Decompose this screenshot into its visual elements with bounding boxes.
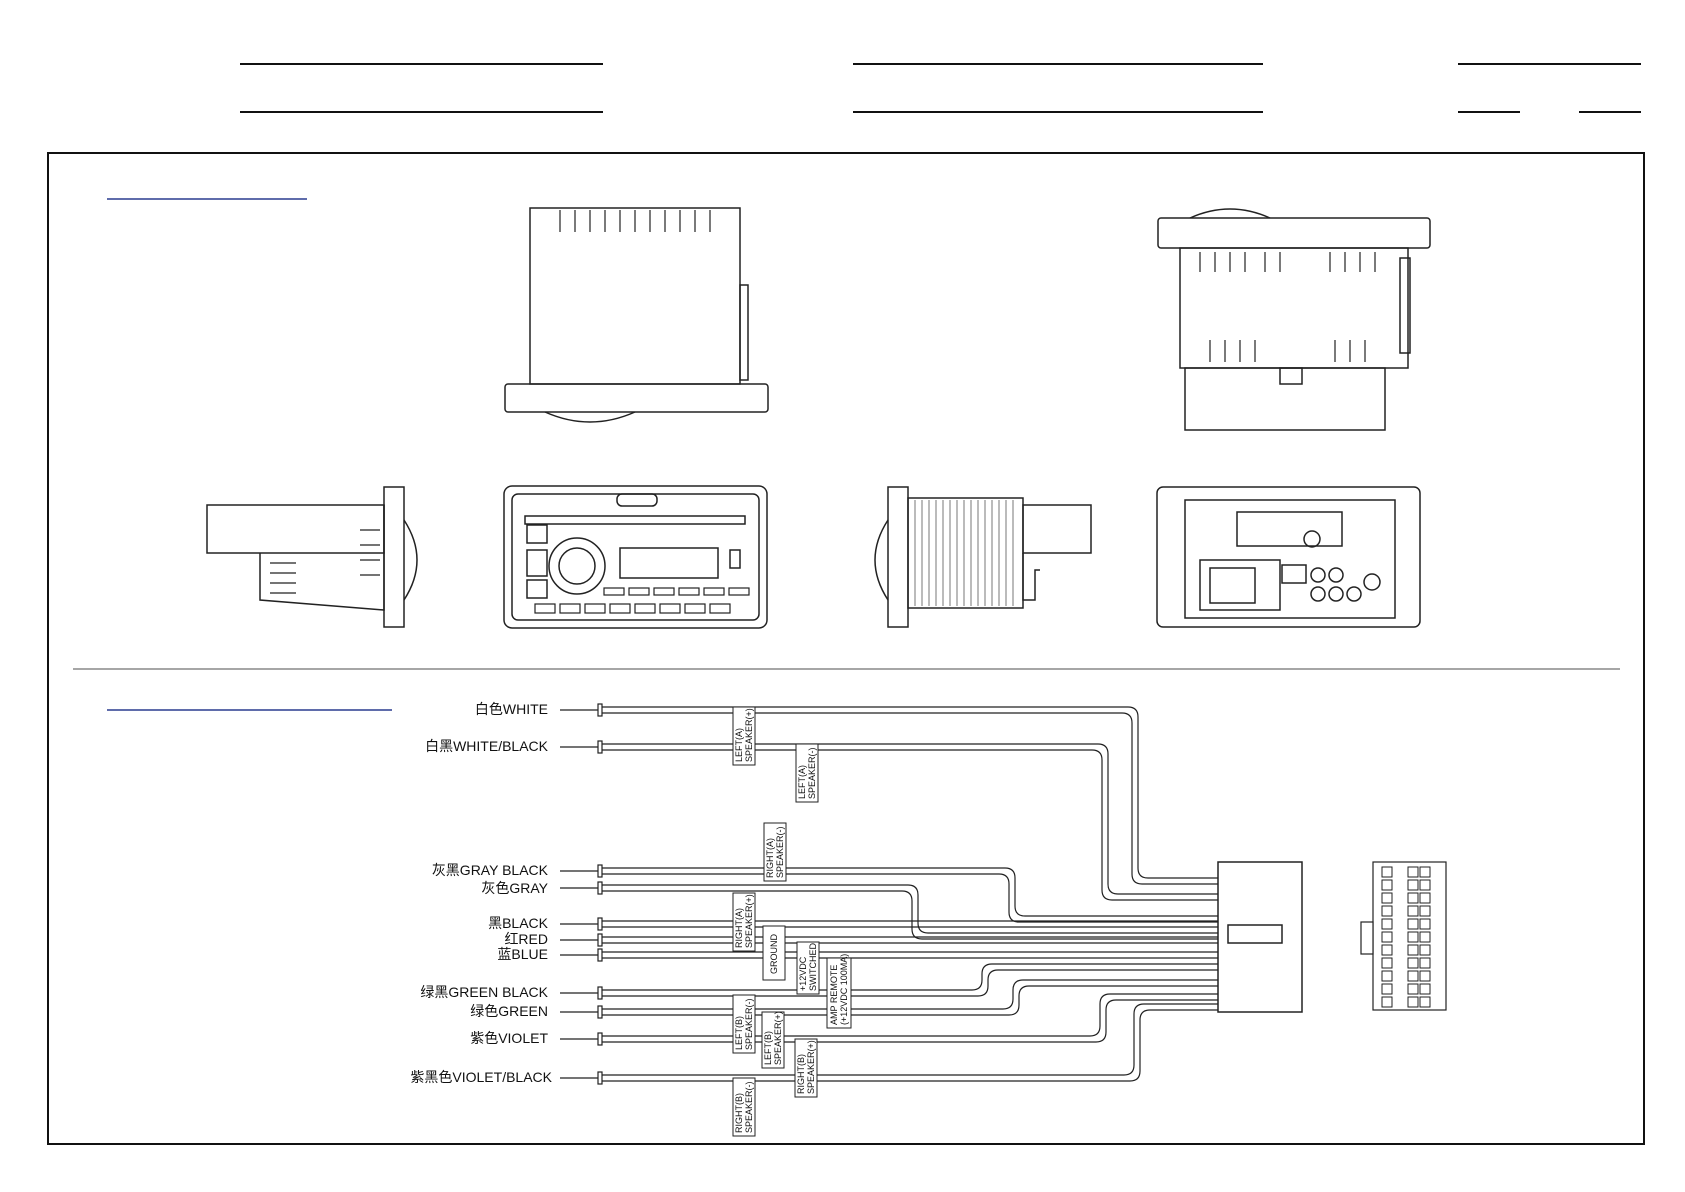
header-blank-lines <box>240 63 1641 113</box>
connector-pinout <box>1360 861 1447 1011</box>
tag-text-line2: SPEAKER(+) <box>806 1040 816 1094</box>
connector-pin <box>1419 879 1431 891</box>
tag-text-line1: +12VDC <box>798 956 808 991</box>
connector-pin <box>1407 970 1419 982</box>
connector-pin <box>1381 957 1393 969</box>
connector-pin <box>1381 970 1393 982</box>
tag-left-b-minus: LEFT(B) SPEAKER(-) <box>732 994 756 1054</box>
connector-pin <box>1407 931 1419 943</box>
unit-top-view <box>504 207 769 423</box>
connector-pin <box>1381 918 1393 930</box>
connector-pin <box>1419 892 1431 904</box>
tag-text-line2: SPEAKER(-) <box>807 747 817 799</box>
connector-pin <box>1381 879 1393 891</box>
wire-label-red: 红RED <box>504 931 548 947</box>
wire-label-violet: 紫色VIOLET <box>470 1030 548 1046</box>
tag-text-line2: SPEAKER(-) <box>775 826 785 878</box>
tag-right-a-plus: RIGHT(A) SPEAKER(+) <box>732 892 756 952</box>
tag-text-line2: SPEAKER(-) <box>744 1081 754 1133</box>
wire-label-white: 白色WHITE <box>475 701 548 717</box>
wire-label-green-black: 绿黑GREEN BLACK <box>420 984 548 1000</box>
wire-label-green: 绿色GREEN <box>470 1003 548 1019</box>
connector-pin <box>1407 944 1419 956</box>
connector-pin <box>1419 866 1431 878</box>
connector-pin <box>1407 879 1419 891</box>
connector-pin <box>1419 983 1431 995</box>
unit-right-side-view <box>874 486 1092 628</box>
connector-pin <box>1419 957 1431 969</box>
connector-pin <box>1407 905 1419 917</box>
tag-text-line2: SPEAKER(+) <box>744 708 754 762</box>
wire-label-white-black: 白黑WHITE/BLACK <box>425 738 549 754</box>
harness-plug <box>1217 861 1303 1013</box>
tag-text-line1: LEFT(A) <box>734 728 744 762</box>
connector-pin <box>1419 918 1431 930</box>
tag-text-line1: AMP REMOTE <box>829 965 839 1025</box>
wire-stubs <box>560 709 600 1079</box>
unit-rear-view <box>1156 486 1421 628</box>
tag-text-line2: SPEAKER(-) <box>744 998 754 1050</box>
drawing-frame <box>47 152 1645 1145</box>
connector-pin <box>1407 918 1419 930</box>
connector-pin <box>1419 996 1431 1008</box>
tag-text-line2: SPEAKER(+) <box>744 894 754 948</box>
connector-pin <box>1419 931 1431 943</box>
connector-pin <box>1407 866 1419 878</box>
connector-pin <box>1419 905 1431 917</box>
wire-end-caps <box>597 703 603 1085</box>
tag-left-b-plus: LEFT(B) SPEAKER(+) <box>761 1011 785 1069</box>
tag-text-line1: LEFT(B) <box>763 1031 773 1065</box>
tag-text-line1: RIGHT(A) <box>734 908 744 948</box>
tag-ground: GROUND <box>762 925 786 981</box>
tag-left-a-minus: LEFT(A) SPEAKER(-) <box>795 743 819 803</box>
wire-labels: 白色WHITE 白黑WHITE/BLACK 灰黑GRAY BLACK 灰色GRA… <box>410 701 552 1085</box>
connector-pin <box>1381 866 1393 878</box>
connector-pin <box>1381 931 1393 943</box>
tag-text-line2: (+12VDC 100MA) <box>839 954 849 1025</box>
tag-amp-remote: AMP REMOTE (+12VDC 100MA) <box>826 954 852 1029</box>
connector-pin <box>1381 944 1393 956</box>
connector-pin <box>1381 996 1393 1008</box>
tag-12vdc-switched: +12VDC SWITCHED <box>796 941 820 995</box>
tag-text-line1: RIGHT(B) <box>796 1054 806 1094</box>
wire-label-violet-black: 紫黑色VIOLET/BLACK <box>410 1069 552 1085</box>
tag-right-b-minus: RIGHT(B) SPEAKER(-) <box>732 1077 756 1137</box>
tag-text-line2: SWITCHED <box>808 943 818 991</box>
connector-pin <box>1407 892 1419 904</box>
connector-pin <box>1381 983 1393 995</box>
tag-right-a-minus: RIGHT(A) SPEAKER(-) <box>763 822 787 882</box>
wire-label-gray-black: 灰黑GRAY BLACK <box>432 862 549 878</box>
unit-side-top-view <box>1157 208 1431 431</box>
tag-text-line1: RIGHT(A) <box>765 838 775 878</box>
tag-right-b-plus: RIGHT(B) SPEAKER(+) <box>794 1038 818 1098</box>
connector-pin <box>1381 905 1393 917</box>
tag-left-a-plus: LEFT(A) SPEAKER(+) <box>732 706 756 766</box>
function-tags: LEFT(A) SPEAKER(+) LEFT(A) SPEAKER(-) RI… <box>732 706 852 1137</box>
connector-pin <box>1407 996 1419 1008</box>
tag-text-line1: RIGHT(B) <box>734 1093 744 1133</box>
tag-text-line1: GROUND <box>769 934 779 974</box>
connector-pin <box>1419 970 1431 982</box>
wire-label-blue: 蓝BLUE <box>497 946 548 962</box>
wire-routes <box>600 706 1228 1082</box>
tag-text-line1: LEFT(A) <box>797 765 807 799</box>
connector-pin <box>1407 983 1419 995</box>
unit-left-side-view <box>206 486 418 628</box>
connector-pin <box>1407 957 1419 969</box>
tag-text-line1: LEFT(B) <box>734 1016 744 1050</box>
connector-pin <box>1381 892 1393 904</box>
connector-pin <box>1419 944 1431 956</box>
tag-text-line2: SPEAKER(+) <box>773 1011 783 1065</box>
wire-label-gray: 灰色GRAY <box>481 880 548 896</box>
unit-front-view <box>503 485 768 629</box>
wire-label-black: 黑BLACK <box>488 915 549 931</box>
